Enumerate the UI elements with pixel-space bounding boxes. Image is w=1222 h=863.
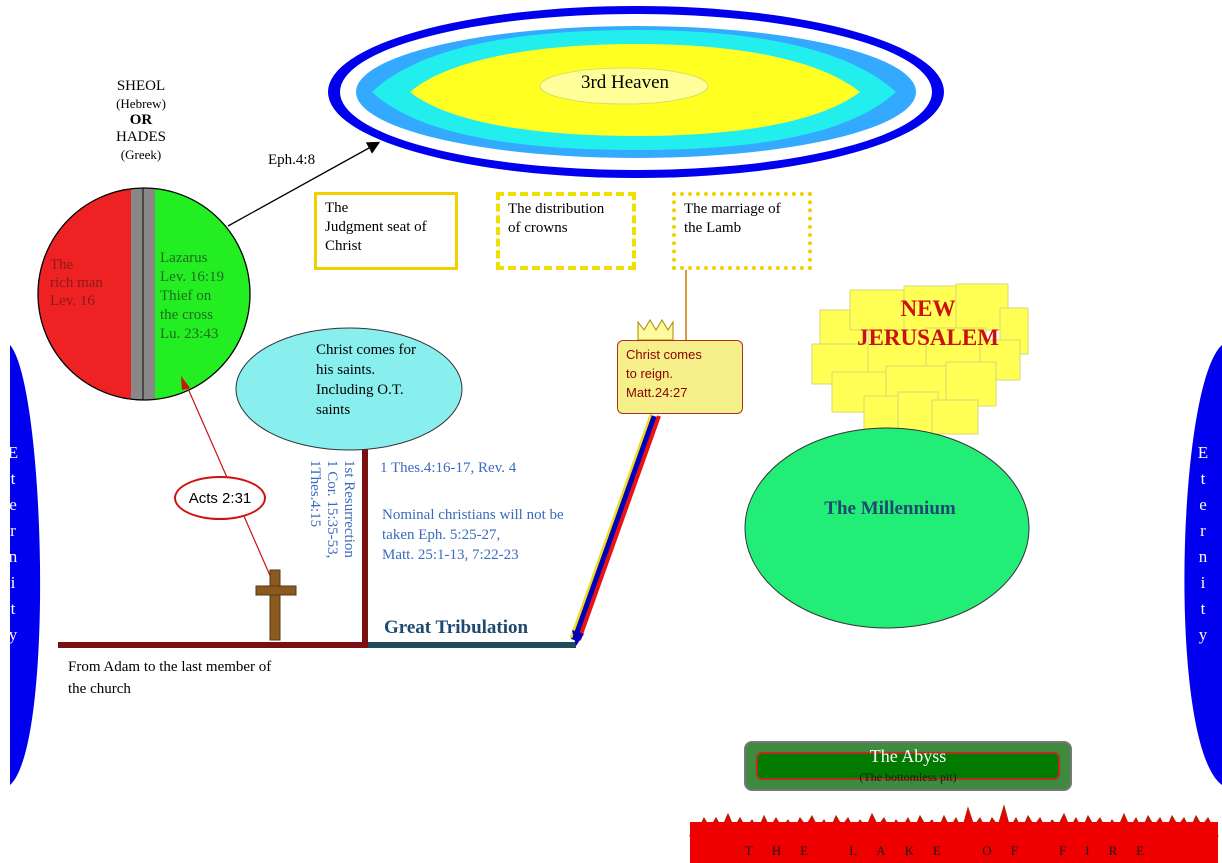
cross-icon (255, 569, 297, 641)
sheol-title: SHEOL (116, 78, 166, 94)
nominal-christians-note: Nominal christians will not be taken Eph… (382, 505, 564, 565)
lazarus-line: Lu. 23:43 (160, 326, 219, 342)
nominal-line: Nominal christians will not be (382, 507, 564, 523)
crown-icon (637, 319, 674, 341)
acts-label: Acts 2:31 (174, 476, 266, 520)
millennium-ellipse (744, 427, 1030, 629)
hades-title: HADES (115, 129, 166, 145)
second-coming-line (569, 413, 661, 646)
resurrection-ref-1: 1 Cor. 15:35-53, (324, 460, 340, 559)
eternity-letter: y (8, 625, 18, 644)
tribulation-timeline (368, 642, 576, 648)
reign-box: Christ comes to reign. Matt.24:27 (617, 340, 743, 414)
lazarus-line: Lazarus (160, 250, 208, 266)
rich-man-line: Lev. 16 (50, 293, 95, 309)
eternity-letter: e (1199, 495, 1207, 514)
new-jerusalem-label: NEW JERUSALEM (838, 294, 1018, 352)
new-jerusalem-line: JERUSALEM (857, 325, 999, 350)
hades-language: (Greek) (120, 147, 162, 162)
lazarus-line: Lev. 16:19 (160, 269, 225, 285)
rich-man-line: rich man (50, 275, 103, 291)
box-line: of crowns (508, 220, 568, 236)
sheol-or: OR (129, 112, 153, 128)
new-jerusalem-city (811, 283, 1029, 445)
nominal-line: taken Eph. 5:25-27, (382, 527, 501, 543)
eternity-letter: i (10, 573, 16, 592)
church-age-line: From Adam to the last member of (68, 659, 272, 675)
lake-of-fire-label: THE LAKE OF FIRE (744, 843, 1164, 858)
box-line: Christ (325, 238, 362, 254)
eternity-letter: n (8, 547, 18, 566)
church-age-timeline (58, 642, 368, 648)
resurrection-label: 1st Resurrection (341, 460, 357, 558)
rapture-line: Christ comes for (316, 342, 416, 358)
lake-of-fire (690, 822, 1218, 863)
eternity-letter: t (10, 599, 16, 618)
sheol-label: SHEOL (Hebrew) OR HADES (Greek) (96, 78, 186, 163)
eternity-letter: i (1200, 573, 1206, 592)
marriage-box: The marriage of the Lamb (672, 192, 812, 270)
rapture-line: saints (316, 402, 351, 418)
eternity-letter: r (10, 521, 16, 540)
abyss-subtitle: (The bottomless pit) (859, 770, 957, 784)
rapture-line: his saints. (316, 362, 376, 378)
thes-reference: 1 Thes.4:16-17, Rev. 4 (380, 460, 517, 476)
eternity-letter: n (1198, 547, 1208, 566)
reign-line: to reign. (626, 366, 673, 381)
church-age-label: From Adam to the last member of the chur… (68, 656, 271, 700)
reign-line: Christ comes (626, 347, 702, 362)
abyss-box (744, 741, 1072, 791)
abyss-title: The Abyss (869, 746, 947, 766)
lazarus-line: Thief on (160, 288, 212, 304)
crowns-box: The distribution of crowns (496, 192, 636, 270)
eternity-right: E t e r n i t y (1172, 345, 1222, 785)
eternity-letter: e (9, 495, 17, 514)
eternity-letter: t (10, 469, 16, 488)
abyss-pit (756, 752, 1060, 780)
tribulation-label: Great Tribulation (384, 617, 529, 638)
rapture-ellipse (235, 327, 463, 451)
new-jerusalem-line: NEW (900, 296, 956, 321)
eternity-letter: t (1200, 599, 1206, 618)
reign-line: Matt.24:27 (626, 385, 688, 400)
church-age-line: the church (68, 681, 131, 697)
ascension-arrow (227, 141, 381, 227)
rapture-label: Christ comes for his saints. Including O… (316, 340, 416, 420)
resurrection-bar (362, 428, 368, 648)
eternity-letter: E (1197, 443, 1209, 462)
box-line: The (325, 200, 349, 216)
rich-man-label: The rich man Lev. 16 (50, 256, 103, 310)
millennium-label: The Millennium (824, 498, 956, 519)
heaven-label: 3rd Heaven (580, 72, 670, 93)
eternity-letter: y (1198, 625, 1208, 644)
box-line: The distribution (508, 201, 605, 217)
eternity-letter: r (1200, 521, 1206, 540)
nominal-line: Matt. 25:1-13, 7:22-23 (382, 547, 519, 563)
eternity-left: E t e r n i t y (0, 345, 50, 785)
sheol-language: (Hebrew) (116, 96, 166, 111)
judgment-seat-box: The Judgment seat of Christ (314, 192, 458, 270)
eph-label: Eph.4:8 (268, 152, 316, 168)
box-line: the Lamb (684, 220, 742, 236)
eternity-letter: t (1200, 469, 1206, 488)
sheol-circle (37, 187, 251, 401)
box-line: Judgment seat of (325, 219, 427, 235)
lazarus-label: Lazarus Lev. 16:19 Thief on the cross Lu… (160, 249, 224, 344)
eternity-letter: E (7, 443, 19, 462)
heaven-ellipse (328, 6, 944, 178)
lazarus-line: the cross (160, 307, 213, 323)
rapture-line: Including O.T. (316, 382, 404, 398)
box-line: The marriage of (684, 201, 781, 217)
resurrection-ref-2: 1Thes.4:15 (307, 460, 323, 528)
rich-man-line: The (50, 257, 74, 273)
acts-text: Acts 2:31 (188, 489, 252, 507)
